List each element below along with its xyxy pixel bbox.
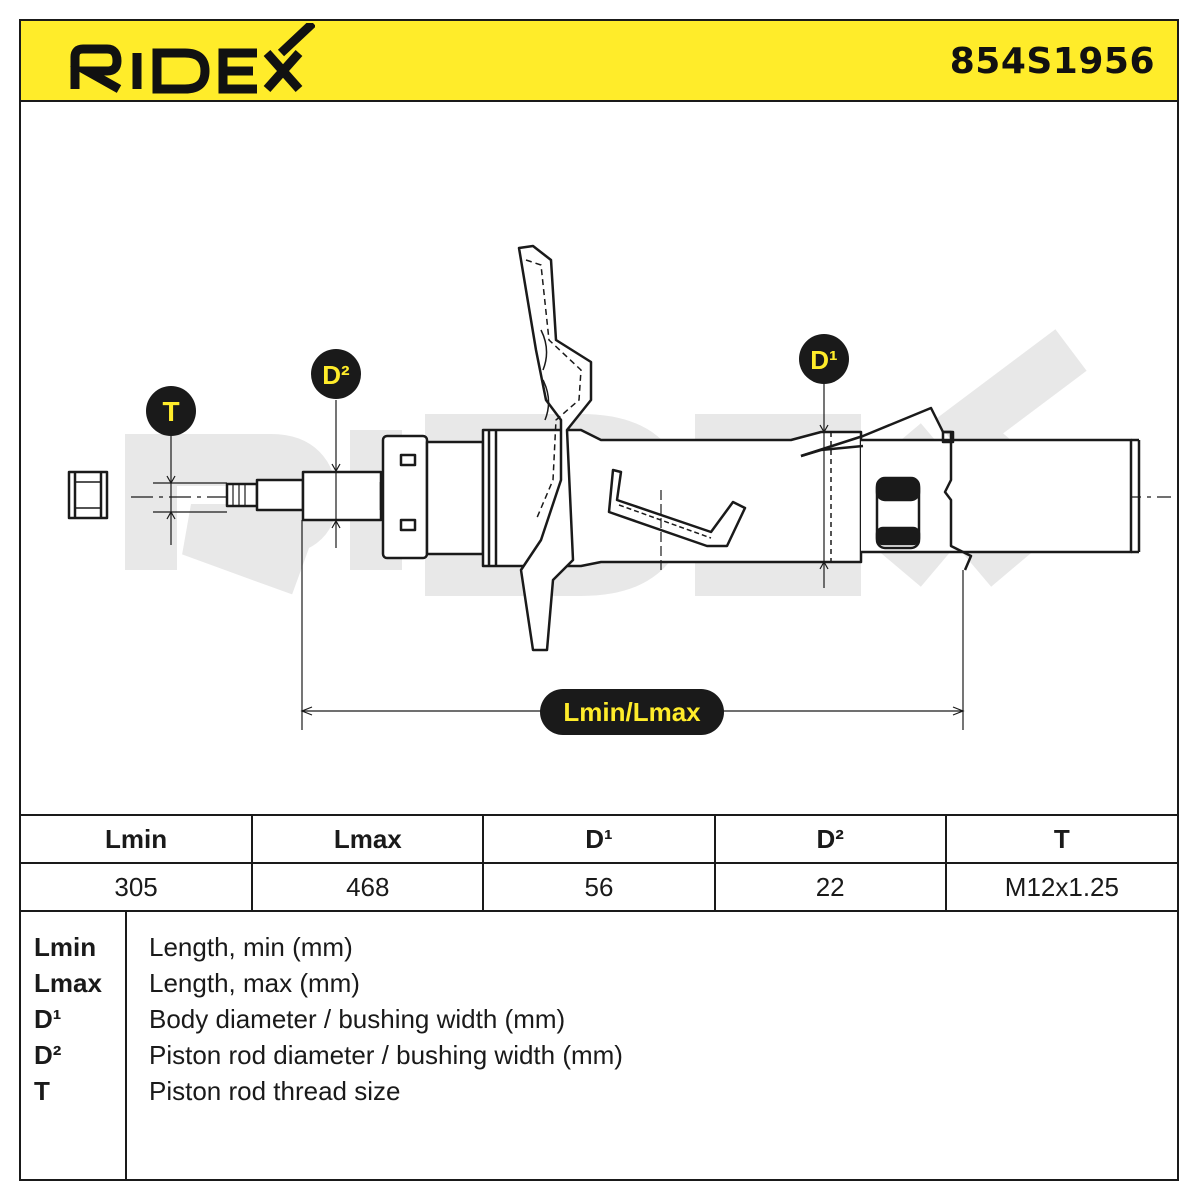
spec-header-row: Lmin Lmax D¹ D² T — [21, 816, 1177, 864]
dimension-t — [153, 435, 227, 545]
dimension-d2 — [331, 400, 341, 548]
badge-t — [146, 386, 196, 436]
legend-description: Piston rod diameter / bushing width (mm) — [149, 1040, 623, 1070]
value-t: M12x1.25 — [945, 863, 1177, 912]
shock-absorber-drawing: T D² D¹ Lmin/Lmax — [67, 244, 1171, 735]
legend: Lmin Length, min (mm) Lmax Length, max (… — [21, 912, 1177, 1181]
legend-symbol: Lmax — [34, 968, 102, 998]
spec-table: Lmin Lmax D¹ D² T 305 468 56 22 M12x1.25 — [21, 814, 1177, 912]
header-t: T — [945, 816, 1177, 864]
legend-item: Lmax Length, max (mm) — [21, 968, 1177, 1004]
legend-item: Lmin Length, min (mm) — [21, 932, 1177, 968]
legend-description: Body diameter / bushing width (mm) — [149, 1004, 566, 1034]
legend-symbol: Lmin — [34, 932, 97, 962]
legend-symbol: D² — [34, 1040, 62, 1070]
value-lmin: 305 — [21, 863, 254, 912]
dimension-d1 — [819, 384, 829, 588]
legend-description: Length, max (mm) — [149, 968, 360, 998]
legend-item: D² Piston rod diameter / bushing width (… — [21, 1040, 1177, 1076]
brake-hose-bracket — [607, 468, 747, 572]
value-d2: 22 — [714, 863, 947, 912]
damper-body — [481, 428, 1141, 568]
header-lmax: Lmax — [252, 816, 485, 864]
badge-d2 — [311, 349, 361, 399]
piston-rod-thread — [225, 478, 305, 512]
badge-t-label: T — [162, 396, 179, 427]
badge-length — [540, 689, 724, 735]
badge-d2-label: D² — [322, 360, 350, 390]
badge-d1-label: D¹ — [810, 345, 837, 375]
top-mount — [381, 434, 485, 560]
value-lmax: 468 — [252, 863, 485, 912]
knuckle-clamp — [800, 406, 973, 571]
header-bar: 854S1956 — [21, 21, 1177, 102]
part-number: 854S1956 — [949, 41, 1155, 82]
header-d1: D¹ — [483, 816, 716, 864]
spec-sheet: 854S1956 — [19, 19, 1179, 1181]
header-d2: D² — [714, 816, 947, 864]
legend-divider — [125, 912, 127, 1181]
legend-symbol: D¹ — [34, 1004, 62, 1034]
legend-description: Piston rod thread size — [149, 1076, 401, 1106]
legend-item: T Piston rod thread size — [21, 1076, 1177, 1112]
legend-description: Length, min (mm) — [149, 932, 353, 962]
thread-nut — [67, 470, 109, 520]
legend-item: D¹ Body diameter / bushing width (mm) — [21, 1004, 1177, 1040]
badge-d1 — [799, 334, 849, 384]
dimension-length — [300, 520, 965, 730]
ridex-logo — [69, 23, 315, 94]
piston-rod — [301, 470, 383, 522]
header-lmin: Lmin — [21, 816, 254, 864]
spec-value-row: 305 468 56 22 M12x1.25 — [21, 863, 1177, 912]
badge-length-label: Lmin/Lmax — [563, 697, 701, 727]
spring-seat-plate — [517, 244, 593, 652]
value-d1: 56 — [483, 863, 716, 912]
legend-symbol: T — [34, 1076, 50, 1106]
